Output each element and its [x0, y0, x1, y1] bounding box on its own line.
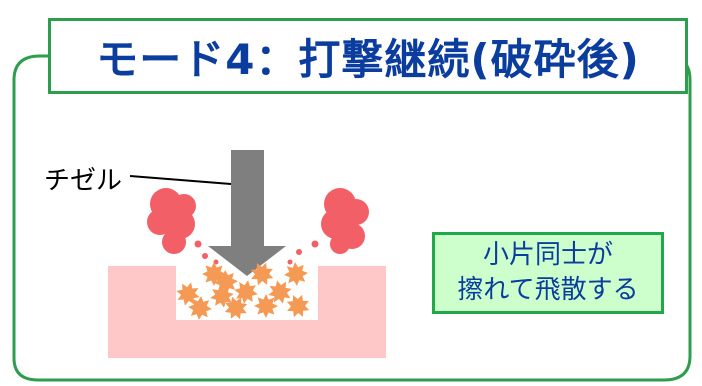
dust-cloud-right: [321, 188, 369, 254]
fragment-star: [254, 294, 278, 318]
fragment-star: [176, 282, 200, 306]
fragments: [176, 262, 310, 320]
fragment-star: [214, 270, 238, 294]
fragment-star: [188, 296, 212, 320]
chisel-label: チゼル: [44, 166, 123, 196]
note-box: 小片同士が 擦れて飛散する: [432, 232, 664, 314]
fragment-star: [268, 280, 292, 304]
note-line-2: 擦れて飛散する: [457, 275, 639, 305]
fragment-star: [234, 280, 258, 304]
page-title: モード4：打撃継続(破砕後): [48, 18, 688, 94]
fragment-star: [284, 262, 308, 286]
fragment-star: [286, 294, 310, 318]
note-line-1: 小片同士が: [482, 240, 613, 270]
dust-cloud-left: [147, 188, 196, 254]
dust-droplets: [194, 240, 319, 265]
material-block: [108, 266, 386, 358]
chisel-arrow: [208, 150, 286, 276]
chisel-leader-line: [129, 175, 232, 185]
fragment-star: [224, 296, 248, 320]
fragment-star: [250, 262, 274, 286]
